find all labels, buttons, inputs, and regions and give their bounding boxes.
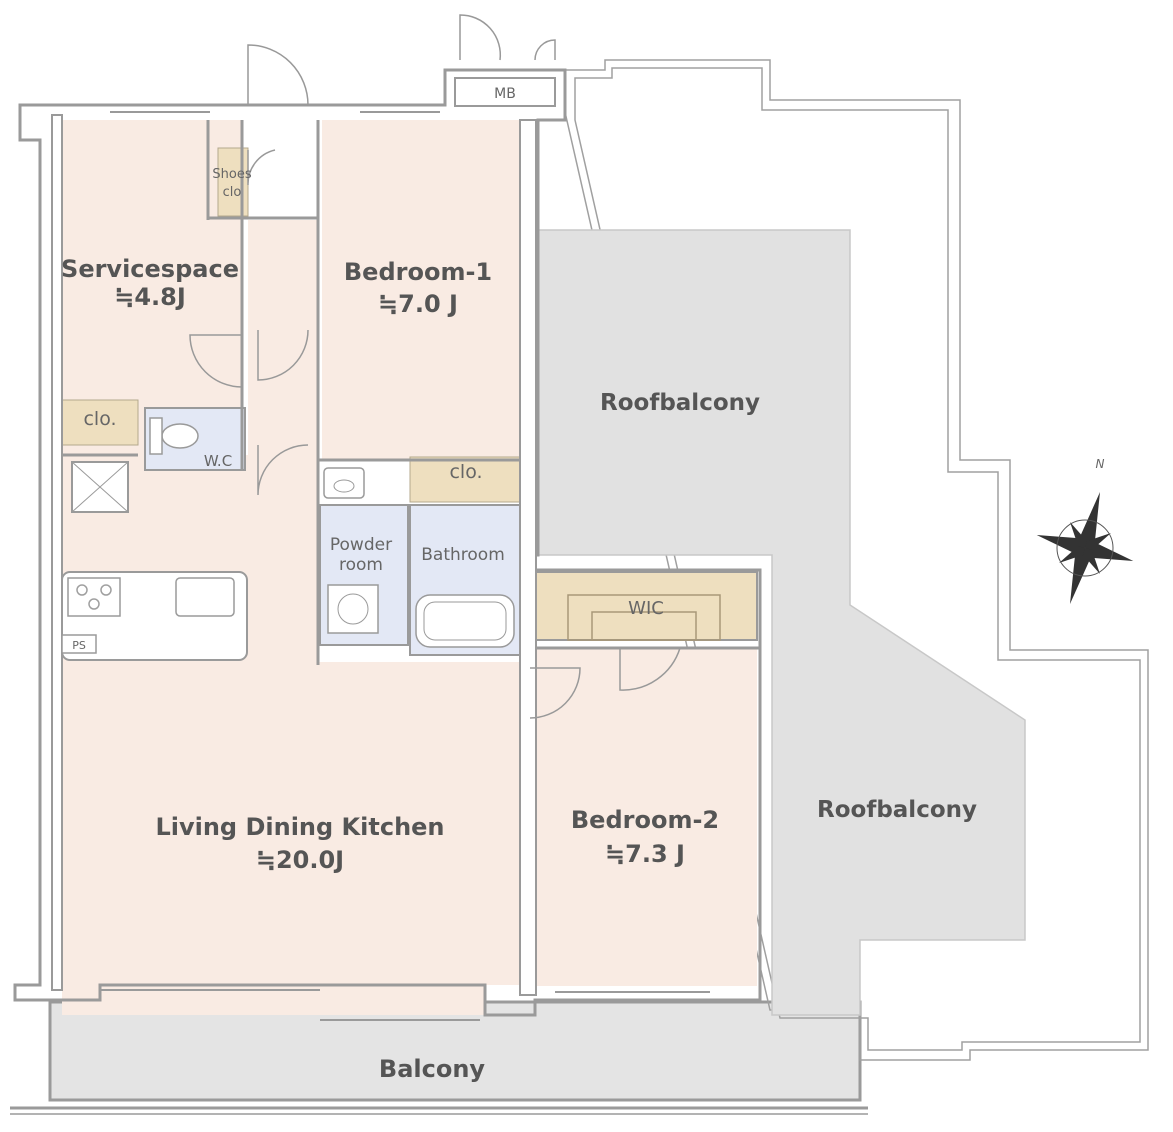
ldk-room — [62, 650, 520, 1015]
shoes-label-line1: Shoes — [212, 167, 251, 182]
wc-label: W.C — [204, 452, 232, 470]
clo-mid-label: clo. — [449, 461, 482, 483]
washer-icon — [327, 584, 379, 634]
compass-icon — [1036, 491, 1134, 605]
clo-left-label: clo. — [83, 408, 116, 430]
roofbalcony-upper-label: Roofbalcony — [600, 390, 760, 416]
entrance-door — [247, 44, 309, 106]
balcony-label: Balcony — [379, 1055, 486, 1083]
toilet-icon — [161, 423, 199, 449]
wic-label: WIC — [628, 598, 664, 619]
mb-box — [454, 77, 556, 107]
roof-balcony-outline — [564, 59, 1149, 1061]
ldk-size: ≒20.0J — [256, 846, 344, 874]
bedroom1-size: ≒7.0 J — [378, 290, 458, 318]
roof-balcony-upper — [537, 229, 1026, 1016]
ps-label: PS — [72, 639, 86, 652]
bedroom2-size: ≒7.3 J — [605, 840, 685, 868]
bedroom2-name: Bedroom-2 — [571, 806, 719, 834]
bedroom2-room — [535, 648, 757, 986]
servicespace-name: Servicespace — [61, 255, 239, 283]
clo-mid-closet — [409, 456, 521, 503]
powder-label-line2: room — [339, 555, 383, 575]
bathtub-icon — [415, 594, 515, 648]
ldk-name: Living Dining Kitchen — [155, 813, 444, 841]
bathroom-label: Bathroom — [421, 545, 505, 565]
shoes-label-line2: clo — [223, 185, 242, 200]
bedroom1-room — [322, 120, 522, 460]
servicespace-room — [62, 120, 242, 455]
bedroom1-name: Bedroom-1 — [344, 258, 492, 286]
sink-icon — [323, 467, 365, 499]
compass-n-label: N — [1096, 457, 1105, 471]
balcony-area — [48, 1000, 862, 1102]
servicespace-size: ≒4.8J — [114, 283, 186, 311]
ps-box — [61, 634, 97, 654]
powder-label-line1: Powder — [330, 535, 392, 555]
roofbalcony-lower-label: Roofbalcony — [817, 797, 977, 823]
mb-label: MB — [494, 86, 516, 102]
